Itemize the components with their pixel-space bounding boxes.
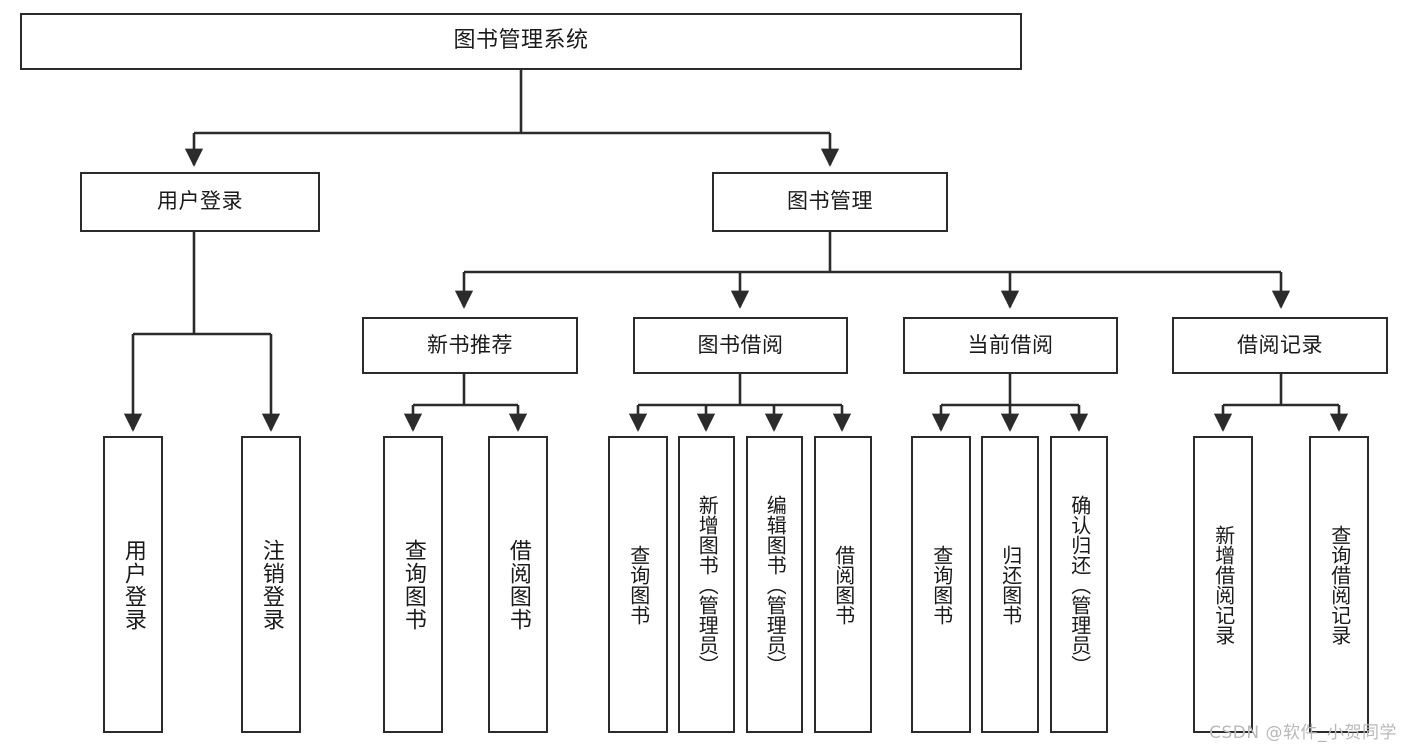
node-book-management-system[interactable]: 图书管理系统 <box>20 13 1022 70</box>
leaf-query-book-current[interactable]: 查询图书 <box>911 436 971 733</box>
leaf-edit-book-admin[interactable]: 编辑图书（管理员） <box>746 436 803 733</box>
node-label: 确认归还（管理员） <box>1067 494 1092 675</box>
leaf-borrow-book-borrow[interactable]: 借阅图书 <box>814 436 872 733</box>
node-label: 当前借阅 <box>967 332 1054 357</box>
node-label: 查询借阅记录 <box>1327 524 1352 645</box>
node-label: 图书管理系统 <box>453 28 589 54</box>
node-label: 图书借阅 <box>697 332 784 357</box>
node-label: 查询图书 <box>626 544 651 625</box>
csdn-watermark: CSDN @软件_小贺同学 <box>1209 723 1397 743</box>
node-label: 借阅记录 <box>1237 332 1323 357</box>
node-label: 注销登录 <box>258 538 284 631</box>
node-label: 借阅图书 <box>831 544 856 625</box>
node-label: 新增图书（管理员） <box>695 494 720 675</box>
node-label: 编辑图书（管理员） <box>763 494 788 675</box>
node-label: 查询图书 <box>929 544 954 625</box>
leaf-add-book-admin[interactable]: 新增图书（管理员） <box>678 436 735 733</box>
leaf-user-login[interactable]: 用户登录 <box>103 436 163 733</box>
leaf-query-borrow-record[interactable]: 查询借阅记录 <box>1309 436 1369 733</box>
node-new-book-recommend[interactable]: 新书推荐 <box>362 317 578 374</box>
leaf-logout-login[interactable]: 注销登录 <box>241 436 301 733</box>
node-label: 查询图书 <box>400 538 426 631</box>
node-label: 新书推荐 <box>427 332 513 357</box>
node-current-borrow[interactable]: 当前借阅 <box>903 317 1118 374</box>
node-label: 归还图书 <box>998 544 1023 625</box>
node-book-borrow[interactable]: 图书借阅 <box>633 317 848 374</box>
leaf-query-book-borrow[interactable]: 查询图书 <box>608 436 668 733</box>
node-label: 借阅图书 <box>505 538 531 631</box>
leaf-return-book[interactable]: 归还图书 <box>981 436 1039 733</box>
node-label: 用户登录 <box>157 189 243 214</box>
node-label: 图书管理 <box>787 189 873 214</box>
leaf-query-book-recommend[interactable]: 查询图书 <box>383 436 443 733</box>
node-book-manage[interactable]: 图书管理 <box>712 172 948 232</box>
leaf-borrow-book-recommend[interactable]: 借阅图书 <box>488 436 548 733</box>
node-user-login[interactable]: 用户登录 <box>80 172 320 232</box>
leaf-confirm-return-admin[interactable]: 确认归还（管理员） <box>1050 436 1108 733</box>
leaf-add-borrow-record[interactable]: 新增借阅记录 <box>1193 436 1253 733</box>
node-label: 用户登录 <box>120 538 146 631</box>
node-label: 新增借阅记录 <box>1211 524 1236 645</box>
node-borrow-record[interactable]: 借阅记录 <box>1172 317 1388 374</box>
